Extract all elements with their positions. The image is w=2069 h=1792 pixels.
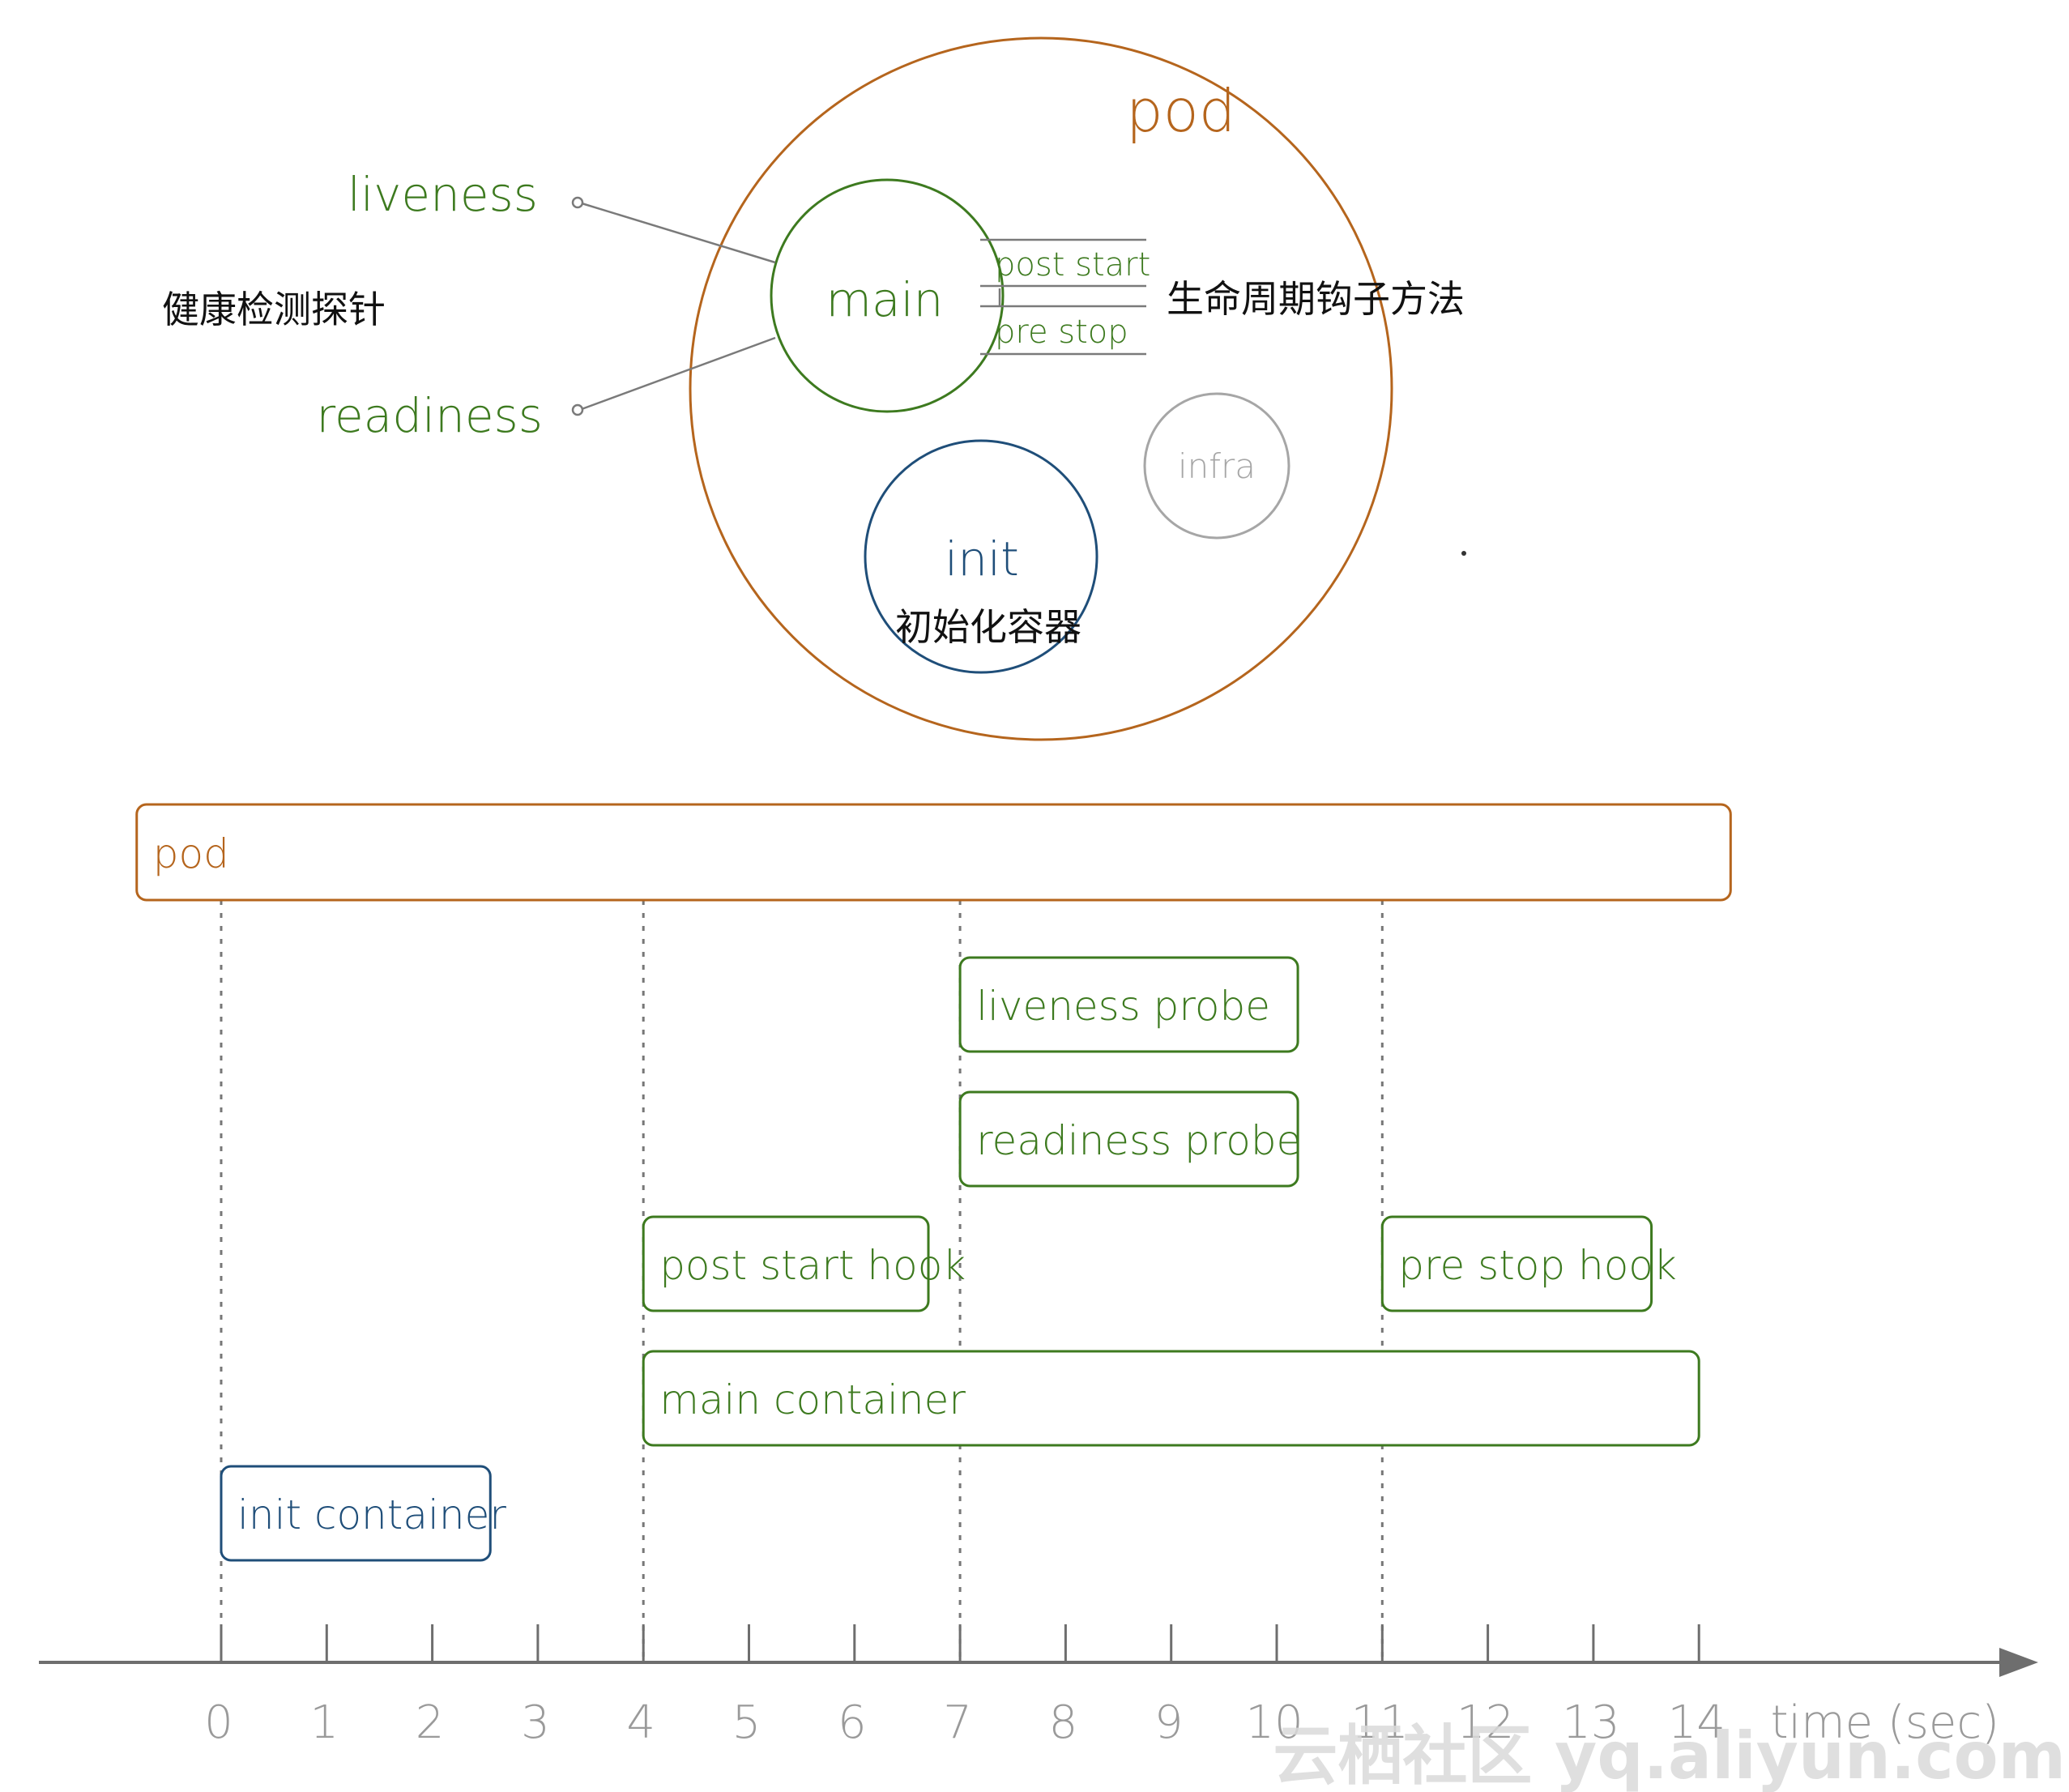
tick-label-1: 1 <box>309 1696 339 1749</box>
liveness-label: liveness <box>348 167 538 222</box>
stray-dot <box>1461 551 1466 556</box>
tick-label-7: 7 <box>943 1696 972 1749</box>
post-start-label: post start <box>995 246 1150 284</box>
bar-box-init <box>220 1465 492 1562</box>
time-axis-label: time (sec) <box>1771 1696 1999 1749</box>
tick-label-8: 8 <box>1049 1696 1078 1749</box>
tick-label-13: 13 <box>1562 1696 1619 1749</box>
bar-box-liveness <box>958 956 1299 1053</box>
hook-cn-label: 生命周期钩子方法 <box>1167 277 1465 321</box>
bar-pre-stop: pre stop hook <box>1380 1215 1677 1312</box>
readiness-label: readiness <box>316 388 543 443</box>
bar-label-pod: pod <box>153 830 229 877</box>
timeline: pod liveness probe readiness probe post sta… <box>39 803 2038 1749</box>
bar-label-post-start: post start hook <box>659 1242 966 1289</box>
tick-label-2: 2 <box>416 1696 445 1749</box>
tick-label-6: 6 <box>838 1696 867 1749</box>
init-cn-label: 初始化容器 <box>895 605 1081 649</box>
probe-pointers <box>571 196 776 416</box>
bar-box-main <box>642 1350 1700 1447</box>
bar-label-pre-stop: pre stop hook <box>1398 1242 1677 1289</box>
timeline-bars: pod liveness probe readiness probe post sta… <box>135 803 1732 1562</box>
pre-stop-label: pre stop <box>995 314 1128 351</box>
tick-label-5: 5 <box>732 1696 761 1749</box>
bar-box-readiness <box>958 1090 1299 1188</box>
bar-readiness: readiness probe <box>958 1090 1301 1188</box>
hook-lines <box>980 238 1146 356</box>
tick-label-11: 11 <box>1351 1696 1409 1749</box>
tick-label-12: 12 <box>1457 1696 1514 1749</box>
main-circle-label: main <box>826 272 944 327</box>
watermark: 云栖社区 yq.aliyun.com <box>1273 1718 2066 1792</box>
bar-main: main container <box>642 1350 1700 1447</box>
bar-liveness: liveness probe <box>958 956 1299 1053</box>
init-circle-label: init <box>945 531 1019 587</box>
pod-circle <box>689 36 1393 741</box>
tick-label-10: 10 <box>1245 1696 1303 1749</box>
tick-label-14: 14 <box>1668 1696 1726 1749</box>
bar-box-pod <box>135 803 1732 902</box>
init-circle <box>864 439 1098 674</box>
infra-circle <box>1143 392 1290 540</box>
bar-post-start: post start hook <box>642 1215 966 1312</box>
tick-label-3: 3 <box>521 1696 550 1749</box>
time-axis-arrow <box>1999 1648 2038 1677</box>
probe-cn-label: 健康检测探针 <box>162 288 386 331</box>
bar-pod: pod <box>135 803 1732 902</box>
pod-circle-label: pod <box>1126 77 1235 145</box>
infra-circle-label: infra <box>1178 446 1256 486</box>
bar-label-main: main container <box>659 1376 966 1423</box>
pod-structure-diagram: pod main post start pre stop 生命周期钩子方法 in… <box>162 36 1466 741</box>
bar-label-readiness: readiness probe <box>976 1117 1301 1164</box>
main-circle <box>770 178 1005 413</box>
tick-label-4: 4 <box>626 1696 655 1749</box>
tick-label-0: 0 <box>204 1696 233 1749</box>
bar-init: init container <box>220 1465 506 1562</box>
bar-label-liveness: liveness probe <box>976 983 1270 1030</box>
bar-box-pre-stop <box>1380 1215 1653 1312</box>
tick-label-9: 9 <box>1154 1696 1184 1749</box>
bar-label-init: init container <box>237 1491 506 1538</box>
bar-box-post-start <box>642 1215 930 1312</box>
